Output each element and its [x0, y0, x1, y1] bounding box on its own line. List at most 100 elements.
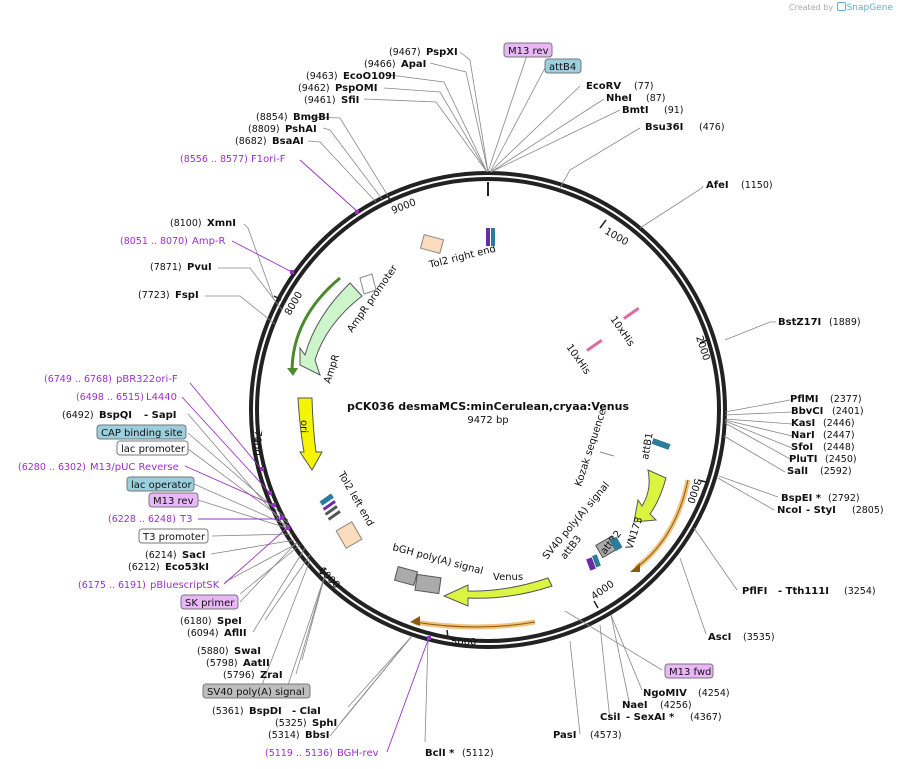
enzyme-name: NgoMIV [643, 688, 687, 699]
enzyme-pos: (2447) [823, 430, 855, 441]
primer-labels: (8556 .. 8577) F1ori-F (8051 .. 8070) Am… [18, 154, 379, 759]
enzyme-name: CsiI [600, 712, 620, 723]
his-label-1: 10xHis [608, 314, 637, 348]
venus-feature [442, 577, 553, 607]
enzyme-name: BbsI [305, 730, 329, 741]
enzyme-name: BclI * [425, 748, 455, 759]
tick-7000: 7000 [250, 430, 263, 456]
enzyme-pos: (9462) [298, 83, 330, 94]
enzyme-pos: (6180) [180, 616, 212, 627]
enzyme-extra: - ClaI [292, 706, 321, 717]
enzyme-pos: (8809) [248, 124, 280, 135]
primer-pos: (6228 .. 6248) [108, 514, 176, 525]
primer-pos: (6749 .. 6768) [44, 374, 112, 385]
enzyme-name: EcoRV [586, 81, 621, 92]
enzyme-name: SwaI [234, 646, 261, 657]
enzyme-pos: (7871) [150, 262, 182, 273]
boxed-labels: M13 rev attB4 CAP binding site lac promo… [96, 42, 714, 699]
boxed-label: M13 rev [508, 46, 549, 57]
enzyme-name: AatII [243, 658, 270, 669]
enzyme-extra: - Tth111I [778, 586, 829, 597]
enzyme-pos: (6214) [145, 550, 177, 561]
enzyme-pos: (9466) [364, 59, 396, 70]
enzyme-name: BspDI [249, 706, 282, 717]
enzyme-pos: (476) [699, 122, 725, 133]
primer-pos: (8556 .. 8577) [180, 154, 248, 165]
boxed-label: M13 fwd [669, 667, 711, 678]
tol2-right-feature [419, 234, 445, 254]
primer-ticks [260, 210, 431, 640]
enzyme-name: NcoI [777, 505, 802, 516]
enzyme-name: Eco53kI [165, 562, 209, 573]
enzyme-labels: (9467) PspXI (9466) ApaI (9463) EcoO109I… [62, 47, 884, 759]
enzyme-pos: (2448) [823, 442, 855, 453]
enzyme-pos: (5796) [223, 670, 255, 681]
enzyme-pos: (1150) [741, 180, 773, 191]
snapgene-credit: Created by SnapGene [789, 2, 893, 13]
bgh-feature-2 [414, 573, 442, 595]
boxed-label: CAP binding site [101, 428, 183, 439]
primer-name: F1ori-F [251, 154, 286, 165]
enzyme-name: NarI [791, 430, 815, 441]
enzyme-pos: (9467) [389, 47, 421, 58]
enzyme-name: SfiI [341, 95, 359, 106]
enzyme-pos: (9463) [306, 71, 338, 82]
enzyme-pos: (6212) [128, 562, 160, 573]
venus-label: Venus [493, 572, 523, 583]
enzyme-pos: (91) [664, 105, 684, 116]
enzyme-name: KasI [791, 418, 815, 429]
enzyme-pos: (1889) [829, 317, 861, 328]
boxed-label: M13 rev [153, 496, 194, 507]
plasmid-name: pCK036 desmaMCS:minCerulean,cryaa:Venus [347, 400, 629, 413]
features: Tol2 right end AmpR promoter AmpR ori To… [287, 228, 691, 630]
tick-1000: 1000 [603, 226, 631, 248]
primer-name: BGH-rev [337, 748, 379, 759]
his-label-2: 10xHis [564, 342, 593, 376]
enzyme-pos: (6094) [187, 628, 219, 639]
enzyme-extra: - SexAI * [626, 712, 675, 723]
primer-name: M13/pUC Reverse [90, 462, 179, 473]
enzyme-pos: (4256) [660, 700, 692, 711]
primer-leaders [181, 159, 429, 753]
enzyme-pos: (2377) [830, 394, 862, 405]
ampr-promoter-feature [359, 273, 377, 295]
enzyme-name: PasI [553, 730, 576, 741]
enzyme-name: PshAI [285, 124, 317, 135]
enzyme-name: PvuI [187, 262, 212, 273]
boxed-label: attB4 [549, 62, 576, 73]
enzyme-pos: (2592) [820, 466, 852, 477]
tick-5000: 5000 [451, 637, 476, 648]
enzyme-name: SacI [182, 550, 206, 561]
enzyme-name: Bsu36I [645, 122, 683, 133]
enzyme-extra: - SapI [144, 410, 176, 421]
enzyme-name: SalI [787, 466, 808, 477]
ori-label: ori [298, 420, 309, 433]
primer-pos: (5119 .. 5136) [265, 748, 333, 759]
boxed-label: lac operator [131, 480, 192, 491]
enzyme-pos: (77) [634, 81, 654, 92]
tol2-left-label: Tol2 left end [335, 469, 376, 528]
enzyme-pos: (8100) [170, 218, 202, 229]
enzyme-name: SpeI [217, 616, 242, 627]
enzyme-pos: (5112) [462, 748, 494, 759]
tol2-left-feature [335, 521, 363, 549]
enzyme-pos: (9461) [304, 95, 336, 106]
enzyme-name: BspEI * [781, 493, 822, 504]
enzyme-name: ApaI [401, 59, 426, 70]
enzyme-name: ZraI [260, 670, 283, 681]
primer-pos: (6280 .. 6302) [18, 462, 86, 473]
enzyme-name: NheI [606, 93, 632, 104]
primer-pos: (8051 .. 8070) [120, 236, 188, 247]
enzyme-pos: (2401) [832, 406, 864, 417]
enzyme-name: AflII [224, 628, 247, 639]
enzyme-pos: (5361) [212, 706, 244, 717]
credit-brand: SnapGene [846, 3, 893, 13]
enzyme-name: EcoO109I [343, 71, 396, 82]
bgh-feature-1 [393, 566, 419, 586]
primer-name: L4440 [146, 392, 177, 403]
enzyme-pos: (87) [646, 93, 666, 104]
boxed-label: SK primer [185, 598, 235, 609]
credit-prefix: Created by [789, 3, 834, 12]
enzyme-name: FspI [175, 290, 199, 301]
